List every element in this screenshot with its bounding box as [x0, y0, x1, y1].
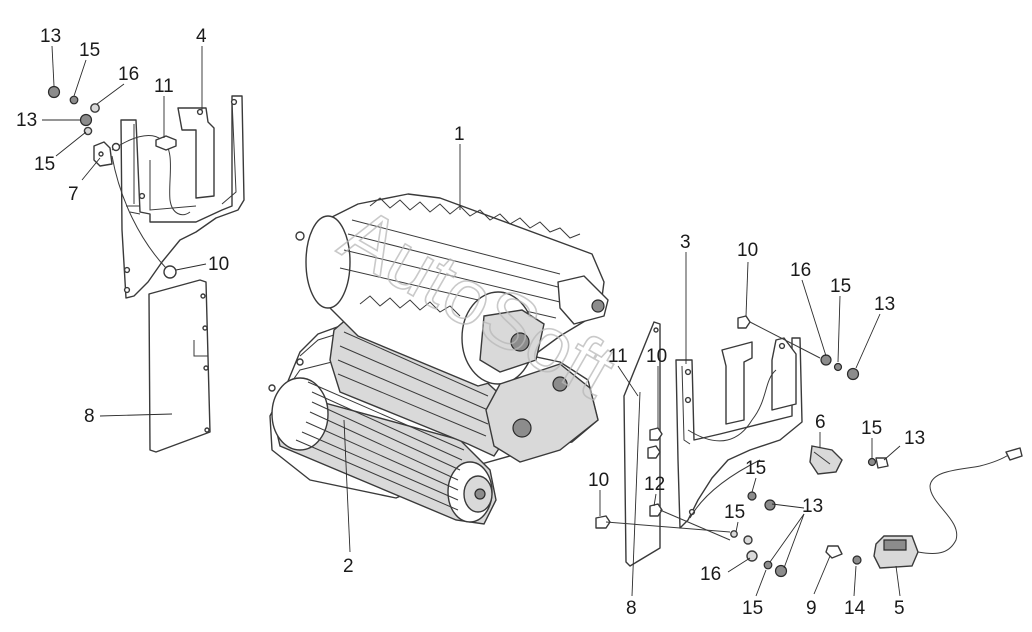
callout-label: 11 [154, 76, 174, 97]
callout-label: 3 [680, 232, 691, 253]
callout-label: 16 [790, 260, 811, 281]
callout-label: 8 [84, 406, 95, 427]
left-mounting-bracket [120, 95, 245, 299]
callout-label: 15 [724, 502, 745, 523]
callout-label: 13 [40, 26, 61, 47]
callout-label: 10 [737, 240, 758, 261]
callout-label: 13 [802, 496, 823, 517]
callout-label: 15 [830, 276, 851, 297]
callout-label: 5 [894, 598, 905, 619]
right-upper-bracket [675, 337, 803, 529]
callout-label: 13 [874, 294, 895, 315]
callout-label: 12 [644, 474, 665, 495]
callout-label: 13 [904, 428, 925, 449]
center-drum-assembly [268, 193, 609, 525]
callout-label: 16 [700, 564, 721, 585]
left-bolts-and-nuts [47, 85, 177, 279]
callout-label: 10 [588, 470, 609, 491]
callout-label: 6 [815, 412, 826, 433]
callout-labels: 13 15 16 4 11 13 15 7 10 8 1 2 3 10 16 1… [16, 26, 925, 619]
callout-label: 13 [16, 110, 37, 131]
right-bolts-and-nuts [595, 315, 889, 578]
callout-label: 11 [608, 346, 628, 367]
callout-label: 15 [745, 458, 766, 479]
sensor-bracket-part-6 [809, 445, 843, 475]
callout-label: 4 [196, 26, 207, 47]
callout-label: 1 [454, 124, 465, 145]
right-wire-harness [687, 369, 777, 519]
callout-label: 15 [79, 40, 100, 61]
callout-label: 15 [34, 154, 55, 175]
callout-label: 15 [861, 418, 882, 439]
left-wire-harness [111, 135, 191, 269]
callout-label: 10 [208, 254, 229, 275]
callout-label: 15 [742, 598, 763, 619]
callout-label: 10 [646, 346, 667, 367]
callout-label: 14 [844, 598, 866, 619]
callout-label: 7 [68, 184, 79, 205]
right-cover-panel [623, 321, 661, 567]
left-cover-panel [148, 279, 211, 453]
callout-label: 16 [118, 64, 139, 85]
callout-label: 2 [343, 556, 354, 577]
callout-label: 8 [626, 598, 637, 619]
leader-lines [42, 45, 901, 597]
sensor-part-5 [825, 447, 1023, 569]
callout-label: 9 [806, 598, 817, 619]
